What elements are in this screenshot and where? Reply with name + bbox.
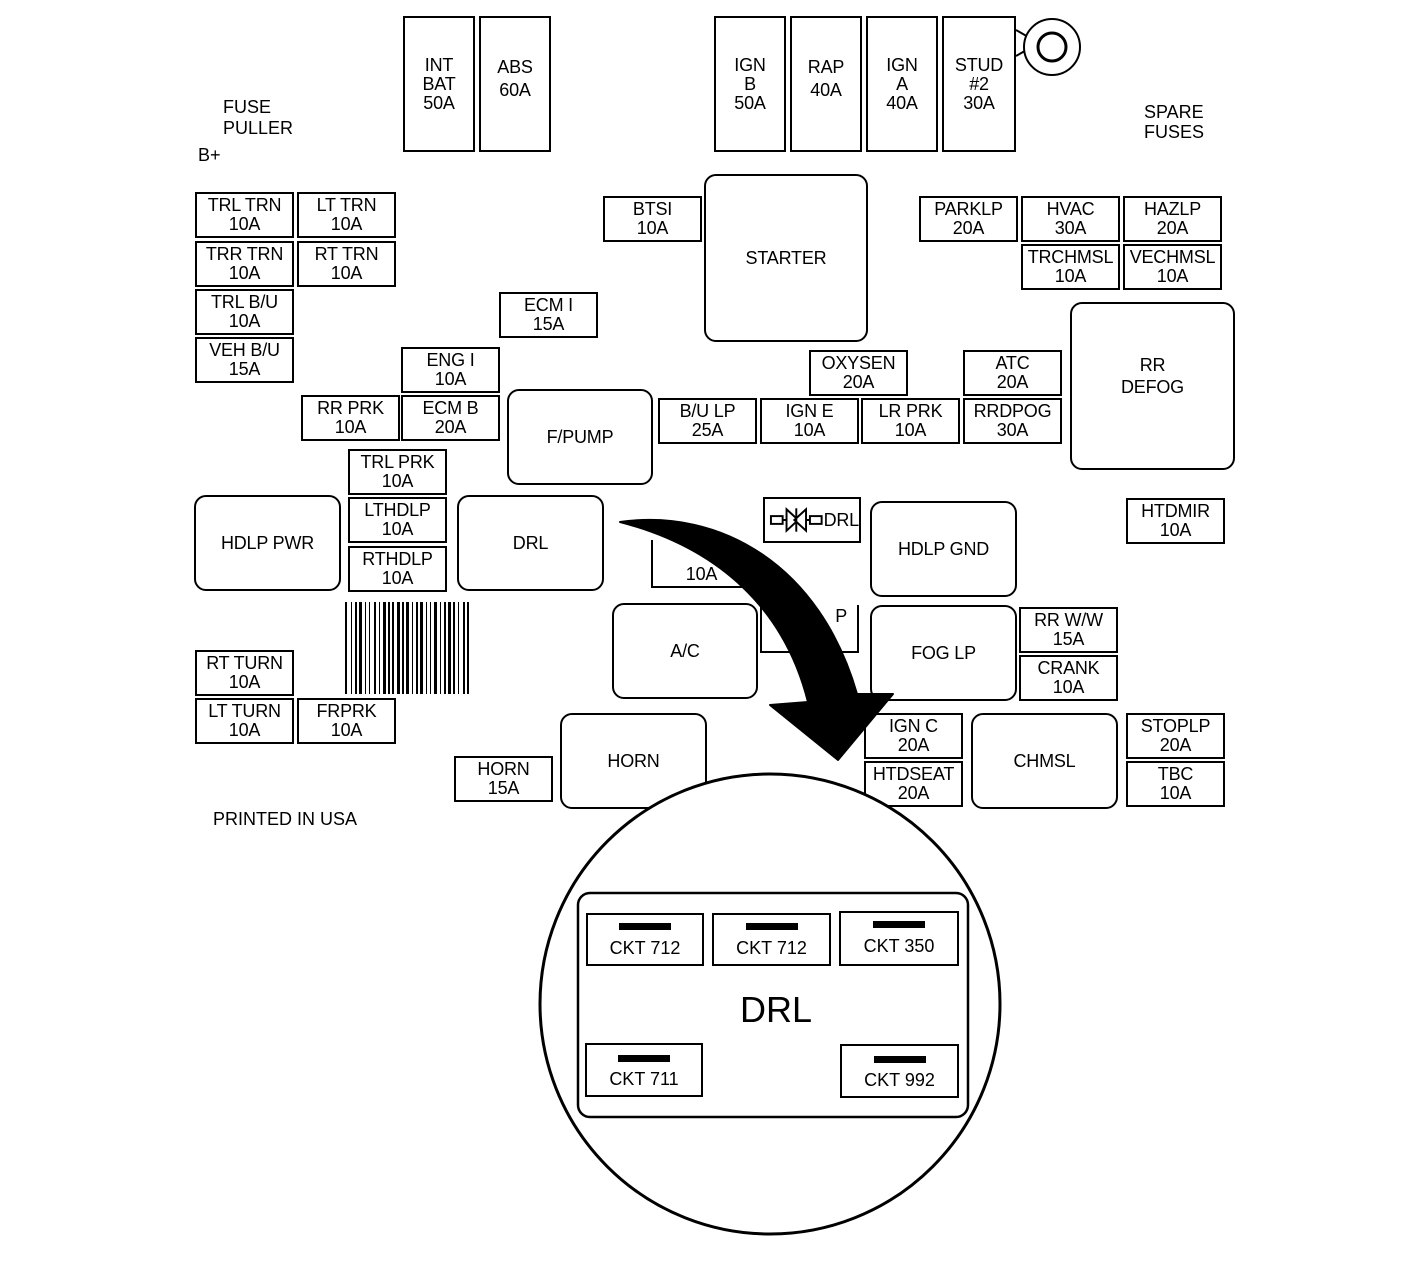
fuse-rating: 60A bbox=[499, 80, 531, 100]
fuse-rating: 50A bbox=[423, 92, 455, 113]
relay-hdlp-pwr: HDLP PWR bbox=[194, 495, 341, 591]
terminal-ckt-712-b: CKT 712 bbox=[712, 913, 831, 966]
drl-detail-title: DRL bbox=[740, 989, 813, 1030]
barcode bbox=[345, 602, 567, 694]
fuse-puller-label-line2: PULLER bbox=[223, 118, 294, 138]
terminal-ckt-712-a: CKT 712 bbox=[586, 913, 704, 966]
fuse-name: STUD bbox=[954, 54, 1004, 75]
fuse-name: ABS bbox=[497, 57, 533, 77]
relay-ac: A/C bbox=[612, 603, 758, 699]
diode-icon bbox=[769, 507, 823, 533]
fuse-name: RAP bbox=[807, 57, 845, 77]
fuse-puller-label-line1: FUSE bbox=[223, 97, 272, 117]
fuse-rating: 40A bbox=[886, 92, 918, 113]
spare-fuses-label-line2: FUSES bbox=[1144, 122, 1205, 142]
fuse-name: #2 bbox=[969, 73, 989, 94]
fuse-rating: 30A bbox=[963, 92, 995, 113]
stud-ring-icon bbox=[1015, 18, 1081, 76]
fuse-name: BAT bbox=[422, 73, 456, 94]
printed-in-usa-label: PRINTED IN USA bbox=[213, 809, 358, 829]
terminal-ckt-992: CKT 992 bbox=[840, 1044, 959, 1098]
maxi-fuse-ign-a: IGN A 40A bbox=[866, 16, 938, 152]
relay-fpump: F/PUMP bbox=[507, 389, 653, 485]
terminal-ckt-350: CKT 350 bbox=[839, 911, 959, 966]
relay-hdlp-gnd: HDLP GND bbox=[870, 501, 1017, 597]
fuse-rating: 40A bbox=[810, 80, 842, 100]
maxi-fuse-ign-b: IGN B 50A bbox=[714, 16, 786, 152]
fuse-rating: 50A bbox=[734, 92, 766, 113]
fuse-name: A bbox=[896, 73, 908, 94]
maxi-fuse-abs: ABS 60A bbox=[479, 16, 551, 152]
terminal-ckt-711: CKT 711 bbox=[585, 1043, 703, 1097]
relay-starter: STARTER bbox=[704, 174, 868, 342]
fuse-name: INT bbox=[424, 54, 454, 75]
maxi-fuse-int-bat: INT BAT 50A bbox=[403, 16, 475, 152]
drl-diode: DRL bbox=[763, 497, 861, 543]
maxi-fuse-rap: RAP 40A bbox=[790, 16, 862, 152]
drl-diode-label: DRL bbox=[823, 509, 860, 530]
maxi-fuse-stud-2: STUD #2 30A bbox=[942, 16, 1016, 152]
relay-horn: HORN bbox=[560, 713, 707, 809]
fuse-name: IGN bbox=[734, 54, 766, 75]
relay-drl: DRL bbox=[457, 495, 604, 591]
b-plus-label: B+ bbox=[198, 145, 221, 165]
callout-arrow-icon bbox=[619, 518, 894, 761]
fuse-name: IGN bbox=[886, 54, 918, 75]
fuse-name: B bbox=[744, 73, 756, 94]
relay-chmsl: CHMSL bbox=[971, 713, 1118, 809]
relay-fog-lp: FOG LP bbox=[870, 605, 1017, 701]
spare-fuses-label-line1: SPARE bbox=[1144, 102, 1204, 122]
